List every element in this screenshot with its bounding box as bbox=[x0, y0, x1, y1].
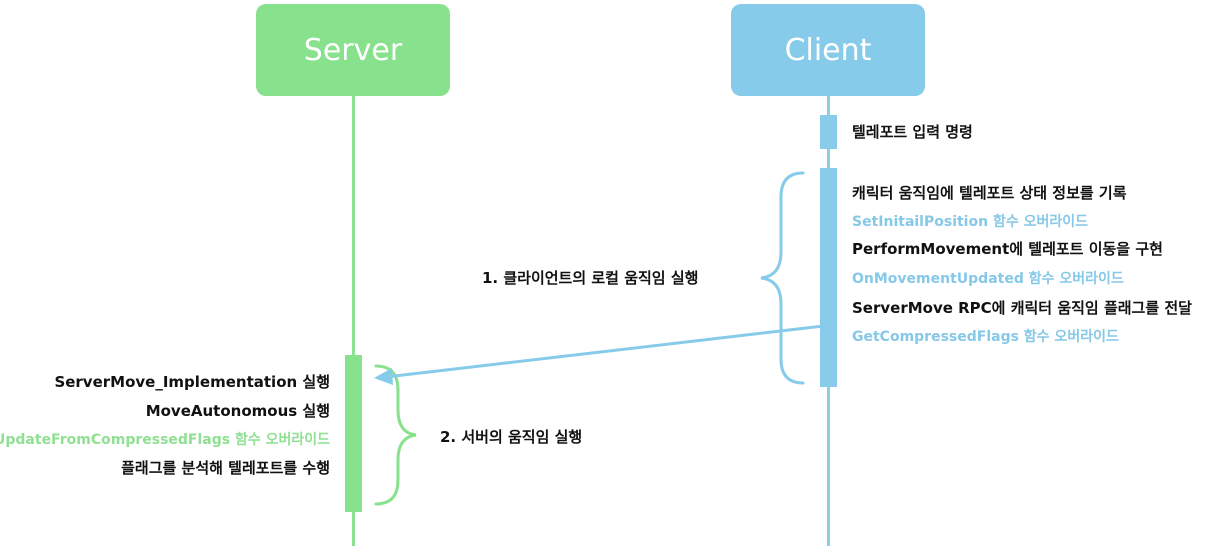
server-actor-box: Server bbox=[256, 4, 450, 96]
server-group-label: 2. 서버의 움직임 실행 bbox=[440, 428, 583, 446]
server-move-arrowhead bbox=[374, 368, 393, 385]
client-step-2-main: PerformMovement에 텔레포트 이동을 구현 bbox=[852, 240, 1163, 258]
server-lifeline bbox=[352, 96, 355, 546]
client-step-1-sub: SetInitailPosition 함수 오버라이드 bbox=[852, 214, 1088, 230]
server-move-message-arrow bbox=[385, 323, 833, 379]
client-activation-teleport-input bbox=[820, 115, 837, 149]
server-line-3-sub: UpdateFromCompressedFlags 함수 오버라이드 bbox=[0, 432, 330, 448]
teleport-input-label: 텔레포트 입력 명령 bbox=[852, 123, 973, 141]
server-line-2: MoveAutonomous 실행 bbox=[145, 402, 330, 420]
client-activation-local-move bbox=[820, 168, 837, 387]
client-step-1-main: 캐릭터 움직임에 텔레포트 상태 정보를 기록 bbox=[852, 184, 1127, 202]
server-line-4: 플래그를 분석해 텔레포트를 수행 bbox=[121, 459, 330, 477]
client-step-3-sub: GetCompressedFlags 함수 오버라이드 bbox=[852, 329, 1119, 345]
server-activation-move bbox=[345, 355, 362, 512]
client-actor-box: Client bbox=[731, 4, 925, 96]
client-group-brace bbox=[760, 171, 805, 385]
server-actor-label: Server bbox=[303, 32, 403, 68]
client-group-label: 1. 클라이언트의 로컬 움직임 실행 bbox=[482, 269, 699, 287]
server-group-brace bbox=[374, 364, 417, 506]
client-step-2-sub: OnMovementUpdated 함수 오버라이드 bbox=[852, 271, 1124, 287]
server-line-1: ServerMove_Implementation 실행 bbox=[54, 373, 330, 391]
client-actor-label: Client bbox=[784, 32, 872, 68]
client-step-3-main: ServerMove RPC에 캐릭터 움직임 플래그를 전달 bbox=[852, 299, 1192, 317]
